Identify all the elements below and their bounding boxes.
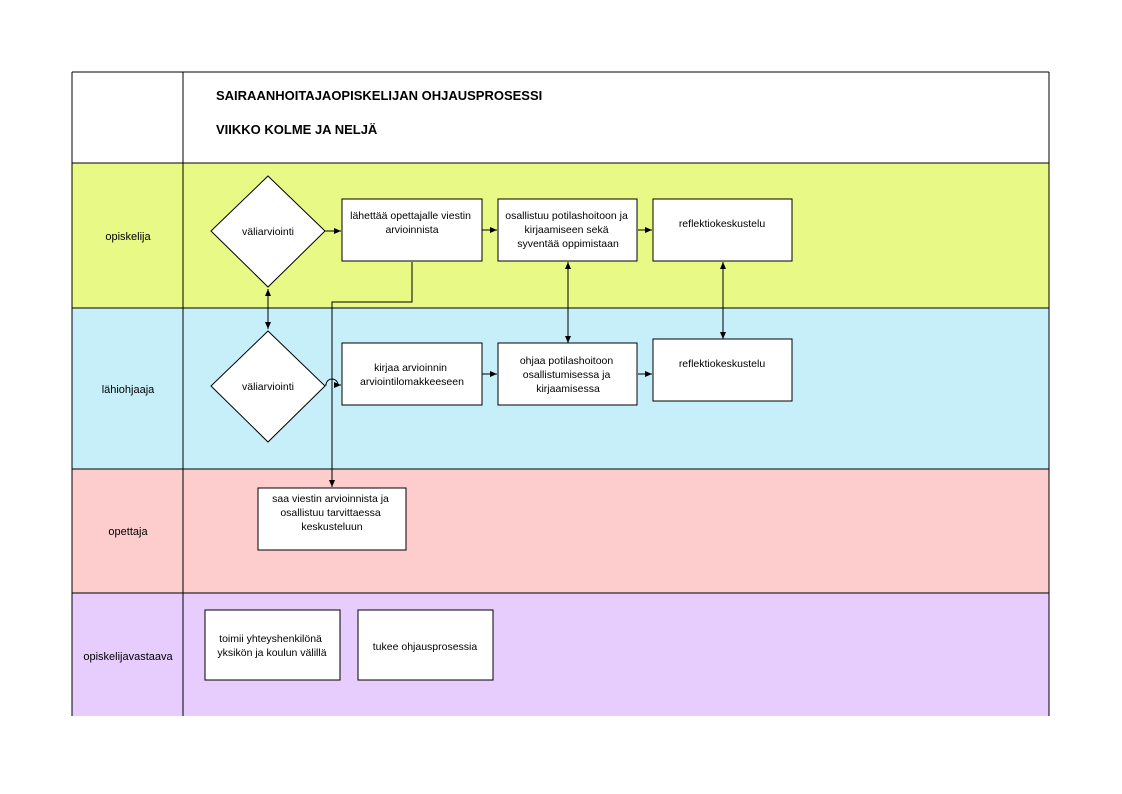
node-b7-saa-viestin: saa viestin arvioinnista ja osallistuu t… [257,487,407,551]
node-b2-line-1: osallistuu potilashoitoon ja [505,210,628,222]
svg-text:kirjaa arvioinnin arvioi: kirjaa arvioinnin arviointilomakkeeseen [360,362,464,388]
svg-text:toimii yhteyshenkilönä y: toimii yhteyshenkilönä yksikön ja koulun… [217,633,326,659]
node-d1-label: väliarviointi [242,226,294,238]
lane-label-lahiohjaaja: lähiohjaaja [102,384,155,396]
diagram-title: SAIRAANHOITAJAOPISKELIJAN OHJAUSPROSESSI [216,88,542,103]
edge-b1-b7 [329,262,413,487]
svg-text:osallistuu potilashoitoon ja: osallistuu potilashoitoon ja kirjaamisee… [505,210,631,250]
node-b7-line-1: saa viestin arvioinnista ja [272,493,389,505]
node-b2-line-2: kirjaamiseen sekä [525,224,609,236]
lane-opettaja [72,469,1049,593]
node-b4-line-2: arviointilomakkeeseen [360,376,464,388]
header-row [72,72,1049,163]
node-b6-reflektiokeskustelu: reflektiokeskustelu [652,338,793,402]
node-b2-osallistuu-potilashoitoon: osallistuu potilashoitoon ja kirjaamisee… [497,198,638,262]
node-b8-toimii-yhteyshenkilona: toimii yhteyshenkilönä yksikön ja koulun… [204,609,341,681]
node-d2-valiarviointi: väliarviointi [210,330,326,443]
lane-label-opiskelijavastaava: opiskelijavastaava [83,651,173,663]
node-b8-line-1: toimii yhteyshenkilönä [219,633,322,645]
node-b1-line-1: lähettää opettajalle viestin [350,210,471,222]
svg-text:lähettää opettajalle viestin: lähettää opettajalle viestin arvioinnist… [350,210,474,236]
node-b4-kirjaa-arvioinnin: kirjaa arvioinnin arviointilomakkeeseen [341,342,483,406]
lane-label-opettaja: opettaja [108,526,148,538]
node-b1-line-2: arvioinnista [385,224,438,236]
lane-grid [71,71,1050,716]
node-b6-label: reflektiokeskustelu [679,358,766,370]
node-b1-lahettaa-viestin: lähettää opettajalle viestin arvioinnist… [341,198,483,262]
lane-label-opiskelija: opiskelija [105,231,151,243]
node-b2-line-3: syventää oppimistaan [517,238,619,250]
node-b3-reflektiokeskustelu: reflektiokeskustelu [652,198,793,262]
node-b7-line-2: osallistuu tarvittaessa [280,507,381,519]
svg-text:saa viestin arvioinnista ja: saa viestin arvioinnista ja osallistuu t… [272,493,392,533]
node-b5-line-2: osallistumisessa ja [523,369,611,381]
node-b3-label: reflektiokeskustelu [679,218,766,230]
node-b8-line-2: yksikön ja koulun välillä [217,647,326,659]
node-b9-label: tukee ohjausprosessia [373,641,478,653]
connectors [265,227,726,487]
node-b5-line-3: kirjaamisessa [536,383,600,395]
node-d1-valiarviointi: väliarviointi [210,175,326,288]
node-b5-ohjaa-potilashoitoon: ohjaa potilashoitoon osallistumisessa ja… [497,342,638,406]
node-b9-tukee-ohjausprosessia: tukee ohjausprosessia [357,609,494,681]
node-d2-label: väliarviointi [242,381,294,393]
diagram-subtitle: VIIKKO KOLME JA NELJÄ [216,122,378,137]
svg-text:ohjaa potilashoitoon osa: ohjaa potilashoitoon osallistumisessa ja… [520,355,616,395]
node-b5-line-1: ohjaa potilashoitoon [520,355,614,367]
node-b4-line-1: kirjaa arvioinnin [374,362,447,374]
node-b7-line-3: keskusteluun [301,521,362,533]
